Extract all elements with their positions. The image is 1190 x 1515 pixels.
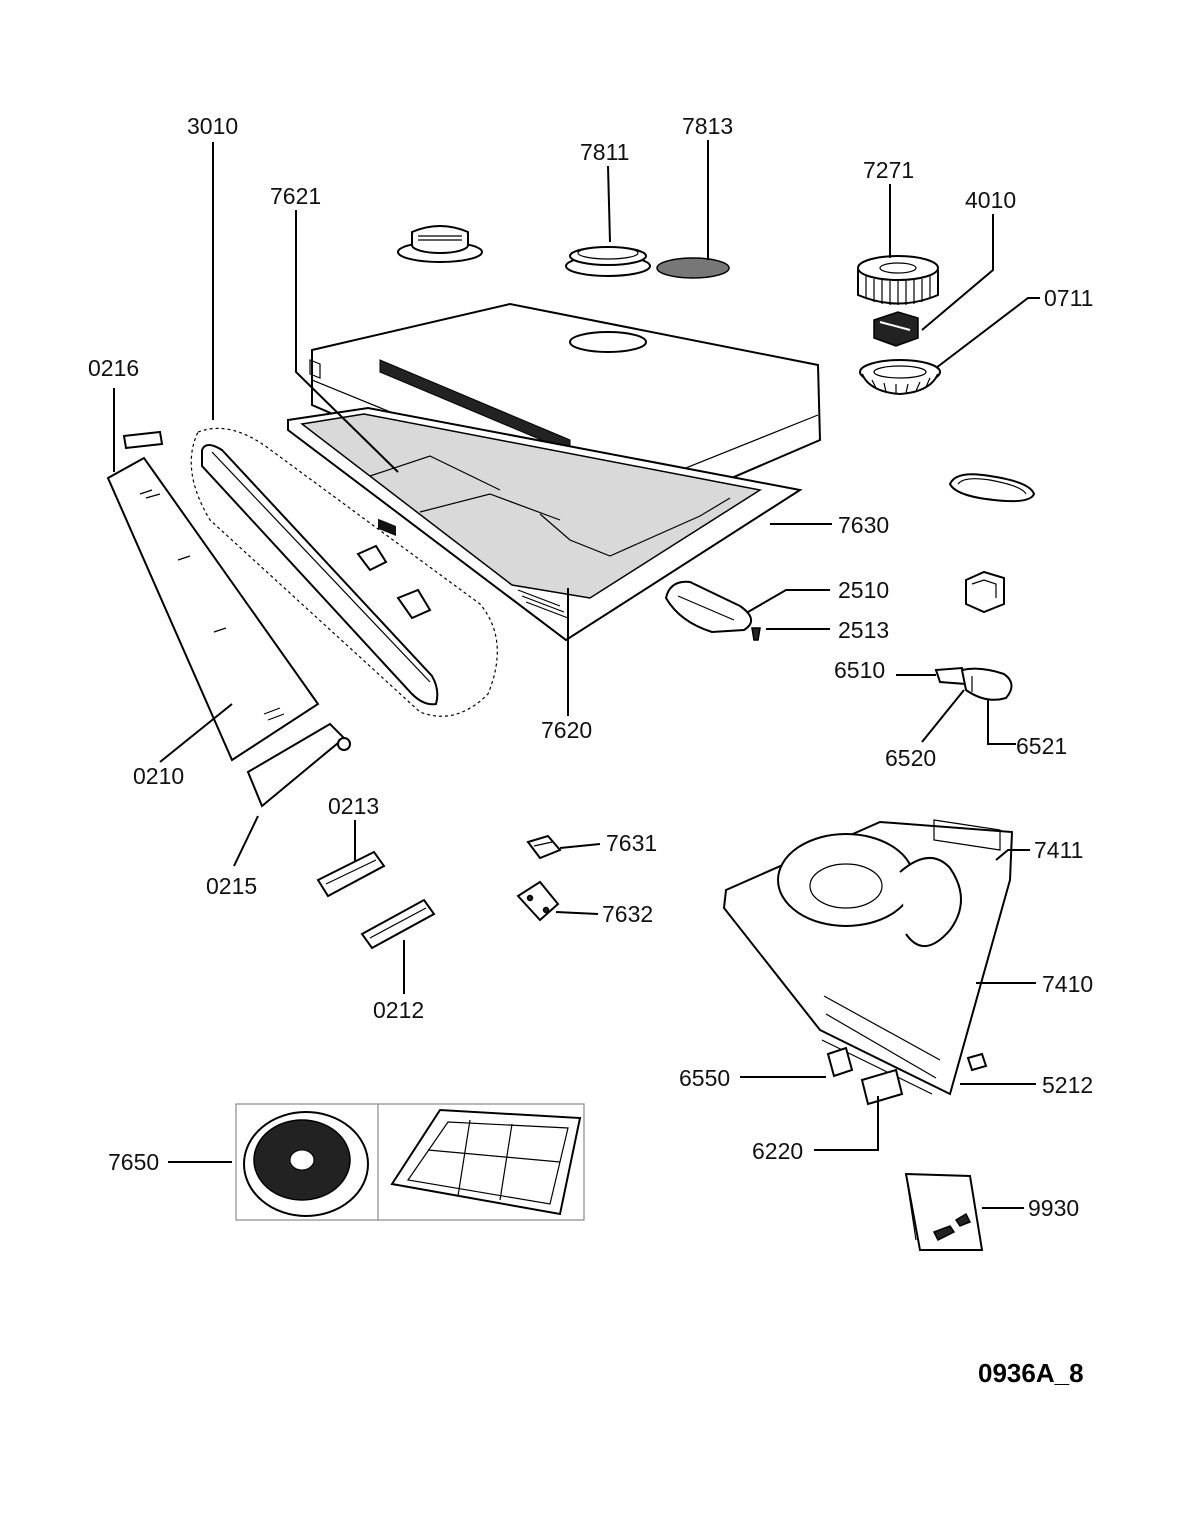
part-5212-connector <box>966 1052 988 1072</box>
part-0216-holder <box>122 430 164 450</box>
duct-collar <box>397 225 483 263</box>
label-7621: 7621 <box>270 183 321 209</box>
label-6521: 6521 <box>1016 733 1067 759</box>
label-0711: 0711 <box>1044 285 1093 311</box>
label-7411: 7411 <box>1034 837 1083 863</box>
part-0210-glass <box>106 456 320 762</box>
label-7630: 7630 <box>838 512 889 538</box>
part-4010-motor <box>873 311 919 347</box>
label-0216: 0216 <box>88 355 139 381</box>
part-2513-screw <box>751 627 761 641</box>
label-6550: 6550 <box>679 1065 730 1091</box>
part-7271-fan-wheel <box>857 255 939 305</box>
label-7410: 7410 <box>1042 971 1093 997</box>
part-number-labels: 3010 7621 7811 7813 7271 4010 0711 0216 … <box>88 113 1093 1221</box>
label-7620: 7620 <box>541 717 592 743</box>
label-7271: 7271 <box>863 157 914 183</box>
label-6510: 6510 <box>834 657 885 683</box>
label-2510: 2510 <box>838 577 889 603</box>
label-6220: 6220 <box>752 1138 803 1164</box>
part-6220-switch <box>860 1068 904 1106</box>
label-0212: 0212 <box>373 997 424 1023</box>
lamp-holder <box>965 570 1005 614</box>
part-7410-motor-housing <box>722 819 1014 1096</box>
control-panel-keys <box>378 518 396 536</box>
leader-lines <box>113 140 1040 1209</box>
part-6550-switch <box>826 1046 854 1078</box>
part-0215-profile <box>246 722 351 808</box>
label-2513: 2513 <box>838 617 889 643</box>
part-2510-lamp-cover <box>664 580 752 634</box>
label-7811: 7811 <box>580 139 629 165</box>
label-7813: 7813 <box>682 113 733 139</box>
part-7631-clip <box>526 834 562 860</box>
label-0213: 0213 <box>328 793 379 819</box>
part-0212-slider <box>360 898 436 950</box>
part-7632-bracket <box>516 880 560 922</box>
label-3010: 3010 <box>187 113 238 139</box>
label-0215: 0215 <box>206 873 257 899</box>
label-7631: 7631 <box>606 830 657 856</box>
lamp-assembly <box>934 666 1013 701</box>
label-9930: 9930 <box>1028 1195 1079 1221</box>
part-7813-disc <box>656 257 730 279</box>
label-5212: 5212 <box>1042 1072 1093 1098</box>
label-6520: 6520 <box>885 745 936 771</box>
diagram-code: 0936A_8 <box>978 1358 1084 1388</box>
label-7650: 7650 <box>108 1149 159 1175</box>
part-7811-flange <box>565 246 651 277</box>
part-0711-basket <box>859 359 941 396</box>
part-9930-bag <box>904 1172 984 1251</box>
part-7650-carbon-filters <box>235 1103 585 1221</box>
label-4010: 4010 <box>965 187 1016 213</box>
part-0213-slider <box>316 850 386 898</box>
part-3010-front-trim-group <box>190 427 498 717</box>
filter-plate <box>287 406 803 642</box>
oval-gasket <box>948 473 1036 503</box>
label-7632: 7632 <box>602 901 653 927</box>
label-0210: 0210 <box>133 763 184 789</box>
